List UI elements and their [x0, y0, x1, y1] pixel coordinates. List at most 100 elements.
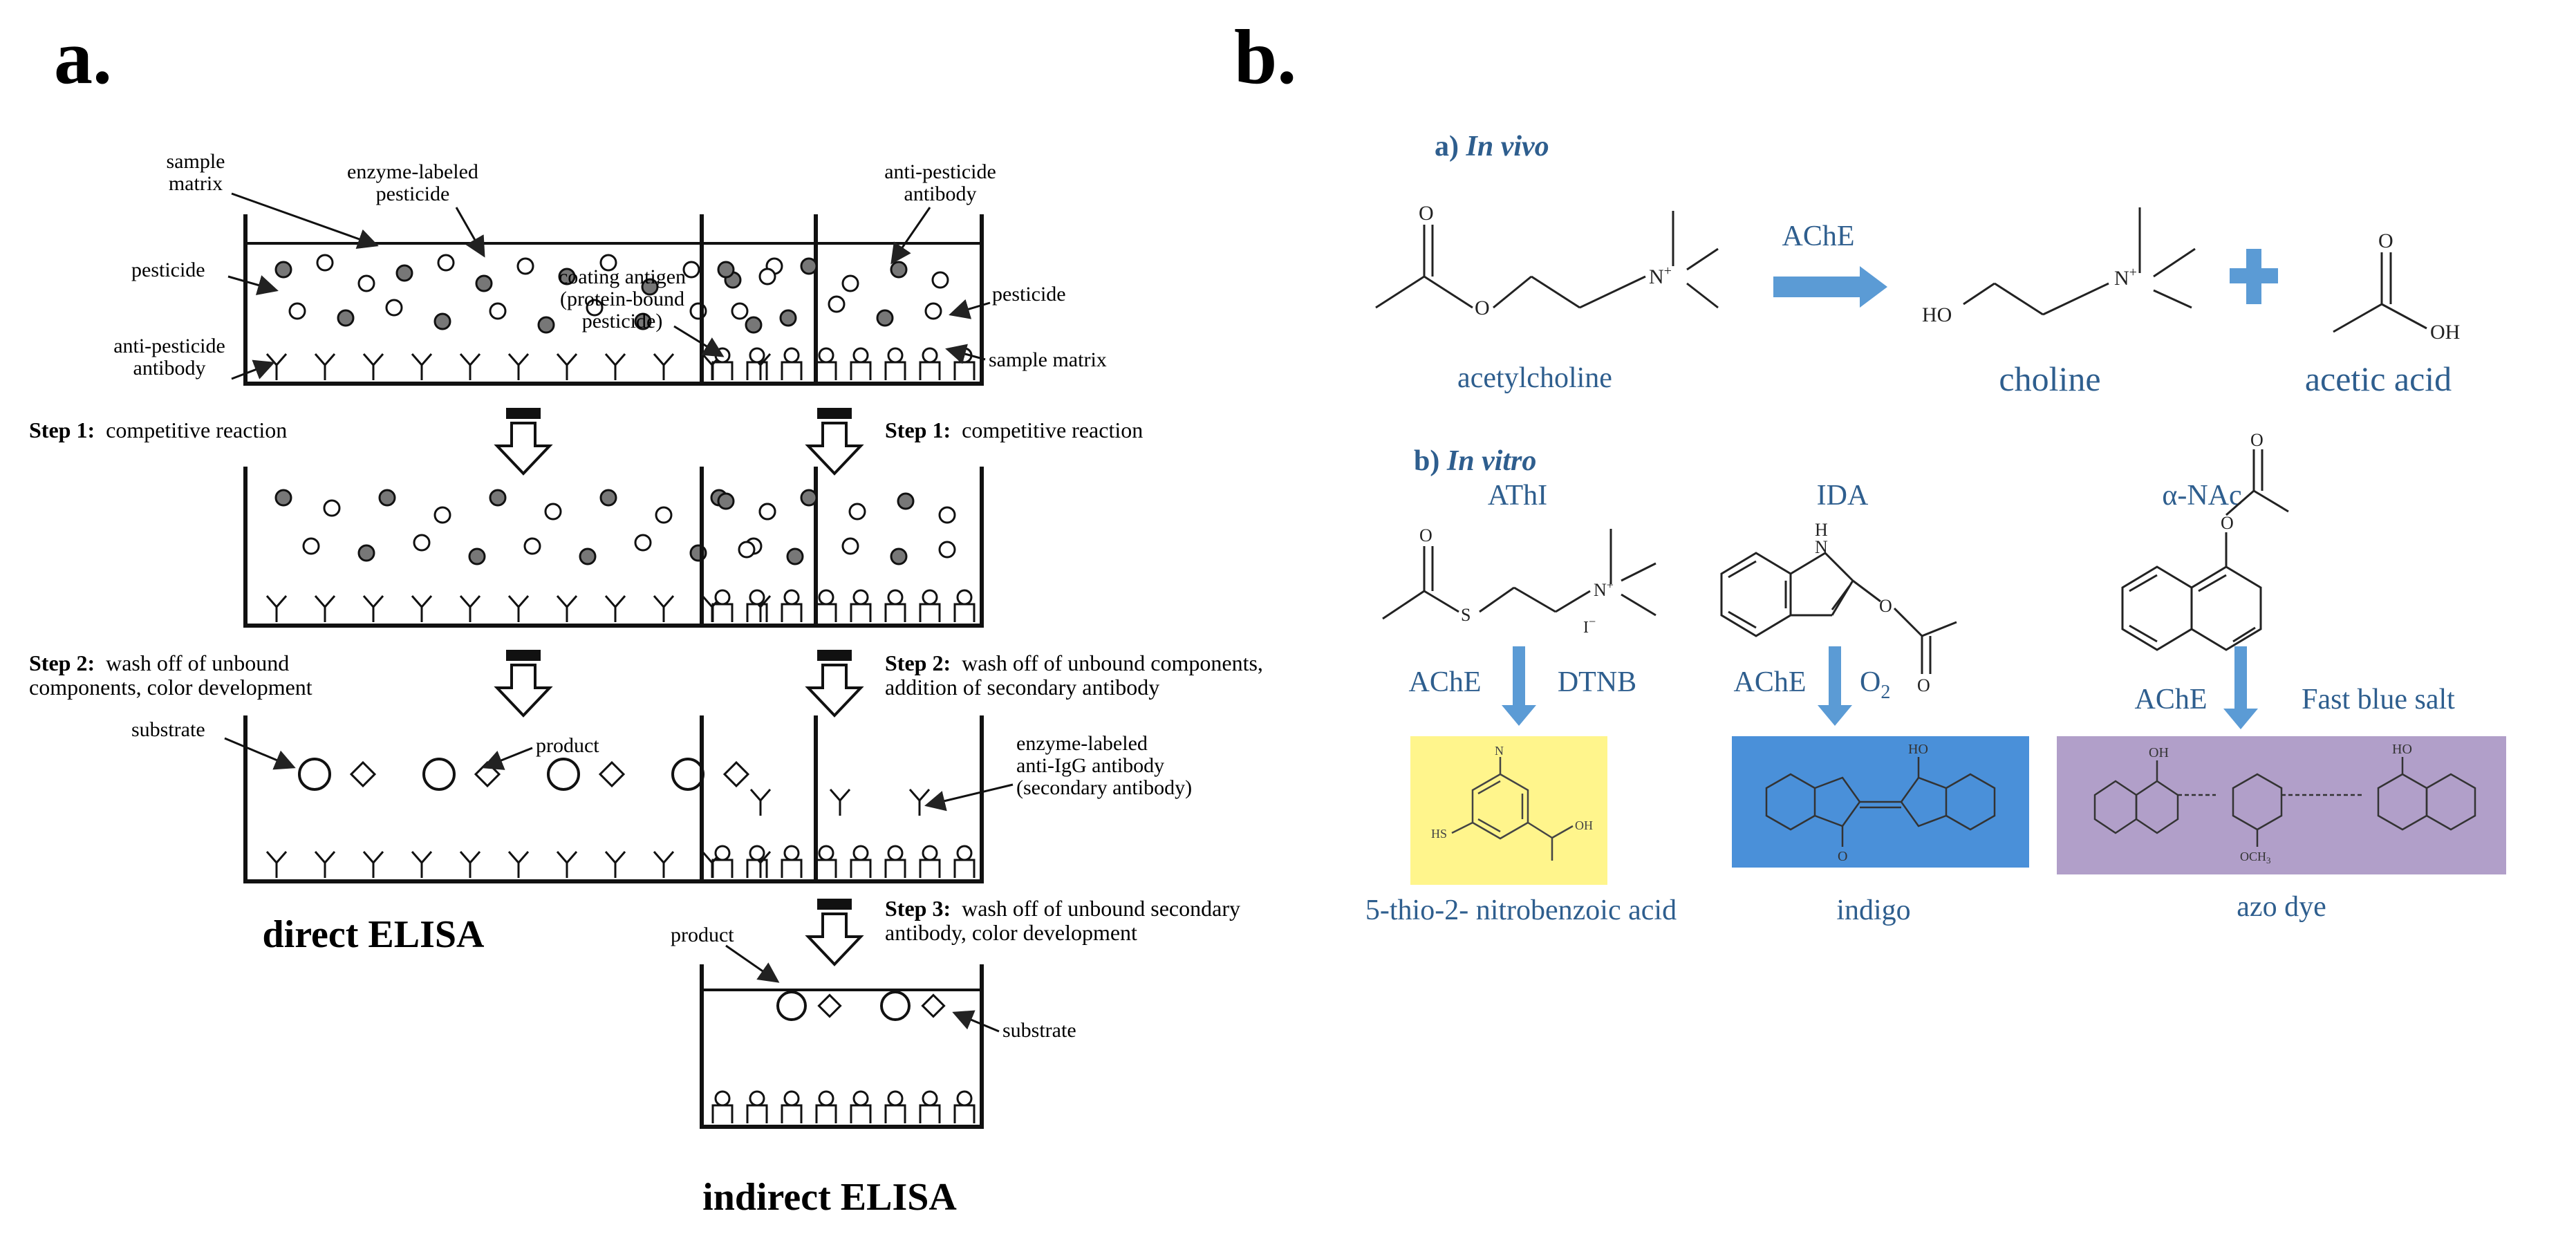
pesticide-particle [385, 299, 403, 317]
ache-label-3: AChE [2135, 684, 2208, 715]
pesticide-particle [599, 254, 617, 272]
indirect-enzyme-anti-igg-2: anti-IgG antibody [1016, 754, 1164, 777]
coating-antigen-head [749, 1090, 765, 1107]
coating-antigen-head [714, 589, 731, 606]
indirect-elisa-title: indirect ELISA [702, 1176, 957, 1219]
substrate-diamond [598, 760, 626, 788]
athi-structure [1382, 529, 1656, 620]
pesticide-particle [516, 257, 534, 275]
ache-arrow-1-shaft [1513, 646, 1525, 705]
tnb-OH: OH [1575, 818, 1593, 832]
in-vitro-heading: b) In vitro [1414, 445, 1536, 477]
choline-N: N+ [2114, 265, 2137, 290]
antibody-mark [314, 595, 336, 622]
direct-antibody-label-2: antibody [133, 357, 206, 380]
matrix-particle [745, 316, 763, 334]
antibody-mark [265, 595, 288, 622]
antibody-mark [653, 595, 675, 622]
coating-antigen-head [714, 1090, 731, 1107]
pesticide-particle [316, 254, 334, 272]
matrix-particle [717, 492, 735, 510]
product-1-label: 5-thio-2- nitrobenzoic acid [1365, 895, 1677, 926]
acetylcholine-label: acetylcholine [1457, 362, 1612, 394]
indirect-well-1 [700, 214, 984, 386]
matrix-particle [579, 547, 597, 565]
product-circle [547, 758, 580, 791]
coating-antigen-mark [781, 1104, 803, 1123]
product-circle [298, 758, 331, 791]
ida-label: IDA [1817, 480, 1869, 512]
antibody-mark [507, 353, 530, 380]
coating-antigen-head [852, 1090, 869, 1107]
matrix-particle [489, 489, 507, 507]
anac-structure [2121, 449, 2289, 651]
coating-antigen-mark [781, 859, 803, 878]
panel-b: b. a) In vivo O O N+ acetylcholine AChE [1234, 15, 2506, 926]
coating-antigen-mark [919, 859, 941, 878]
coating-antigen-mark [953, 859, 976, 878]
coating-antigen-head [783, 845, 800, 861]
athi-I: I− [1583, 615, 1596, 637]
indirect-step3-line1: Step 3: wash off of unbound secondary [885, 896, 1240, 921]
coating-antigen-head [922, 347, 938, 364]
antibody-mark [908, 789, 931, 816]
coating-antigen-mark [815, 859, 837, 878]
acetic-acid-OH: OH [2430, 321, 2460, 344]
substrate-diamond [722, 760, 750, 788]
coating-antigen-head [922, 845, 938, 861]
ida-NH-H: H [1815, 520, 1828, 540]
pesticide-particle [489, 302, 507, 320]
coating-antigen-mark [711, 859, 734, 878]
indirect-well-1-particles [711, 257, 976, 380]
pesticide-particle [655, 506, 673, 524]
panel-a-letter: a. [54, 15, 112, 100]
indirect-well-2-particles [711, 489, 976, 622]
ache-arrow-3-head [2223, 709, 2258, 729]
matrix-particle [876, 309, 894, 327]
product-circle [880, 991, 911, 1021]
antibody-mark [653, 851, 675, 878]
matrix-particle [274, 489, 292, 507]
antibody-mark [411, 851, 433, 878]
pesticide-particle [523, 537, 541, 555]
coating-antigen-head [818, 1090, 834, 1107]
acetic-acid-structure [2333, 252, 2427, 333]
direct-enzyme-labeled-pesticide-2: pesticide [376, 182, 450, 205]
coating-antigen-head [887, 845, 904, 861]
choline-label: choline [1999, 359, 2100, 398]
coating-antigen-head [749, 589, 765, 606]
coating-antigen-head [956, 845, 973, 861]
coating-antigen-mark [850, 1104, 872, 1123]
indirect-step2-arrow [805, 650, 864, 718]
matrix-particle [634, 312, 652, 330]
direct-step1: Step 1: competitive reaction [29, 418, 287, 442]
o2-label: O2 [1860, 666, 1890, 703]
direct-well-3-particles [265, 758, 772, 878]
matrix-particle [890, 547, 908, 565]
product-box-yellow [1410, 736, 1607, 885]
matrix-particle [433, 312, 451, 330]
coating-antigen-head [818, 845, 834, 861]
indirect-antibody-label-1: anti-pesticide [884, 160, 996, 183]
coating-antigen-head [818, 589, 834, 606]
pesticide-particle [938, 541, 956, 559]
antibody-mark [265, 851, 288, 878]
antibody-mark [507, 595, 530, 622]
choline-HO: HO [1922, 303, 1952, 326]
ache-arrow-label: AChE [1782, 221, 1855, 252]
ache-label-1: AChE [1409, 666, 1482, 698]
antibody-mark [314, 851, 336, 878]
tnb-NO2: N [1495, 744, 1504, 758]
antibody-mark [411, 595, 433, 622]
coating-antigen-head [956, 1090, 973, 1107]
dtnb-label: DTNB [1558, 666, 1636, 698]
coating-antigen-mark [815, 1104, 837, 1123]
product-circle [776, 991, 807, 1021]
matrix-particle [599, 489, 617, 507]
product-circle [422, 758, 456, 791]
antibody-mark [829, 789, 851, 816]
indirect-well-3 [700, 715, 984, 883]
pesticide-particle [634, 534, 652, 552]
matrix-particle [890, 261, 908, 279]
anac-O-carbonyl: O [2250, 430, 2264, 450]
